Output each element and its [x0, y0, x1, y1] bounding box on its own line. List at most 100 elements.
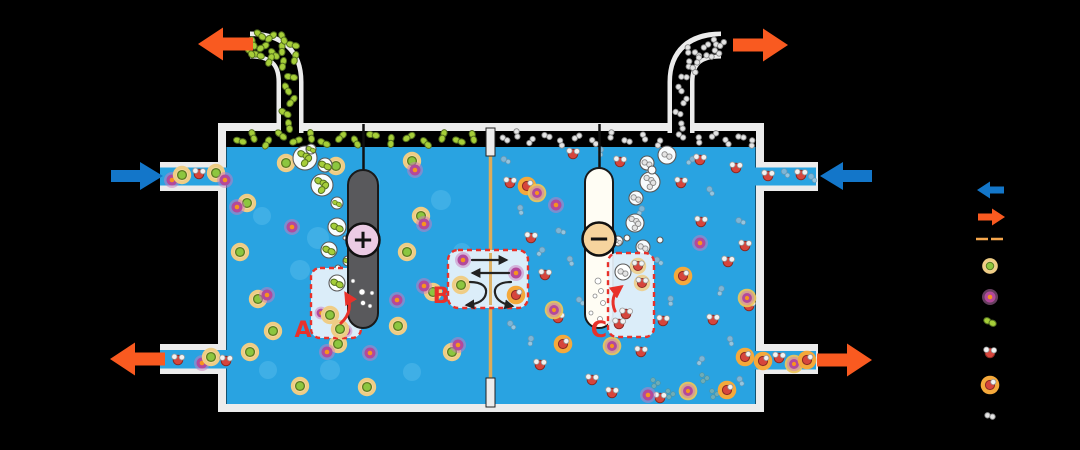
micro-bubble: [360, 300, 366, 306]
liquid-texture-blob: [259, 361, 277, 379]
chlorine-molecule: [318, 160, 332, 171]
hydrogen-gas-bubble: [647, 165, 657, 175]
chloride-ion: [320, 305, 340, 325]
chlorine-molecule: [248, 129, 258, 143]
faint-particle-cluster: [650, 377, 661, 389]
hydrogen-molecule: [526, 135, 536, 147]
flow-arrows: [110, 27, 872, 377]
micro-bubble: [358, 288, 366, 296]
hydroxide-molecule: [801, 354, 814, 366]
left-inflow-arrow: [111, 162, 163, 190]
water-molecule: [524, 231, 539, 244]
liquid-texture-blob: [253, 207, 271, 225]
chloride-ion: [240, 342, 260, 362]
hydroxide-ion: [673, 266, 693, 286]
hydroxide-ion: [717, 380, 737, 400]
sodium-ion: [692, 235, 708, 251]
sodium-ion: [229, 199, 245, 215]
anode-surface-layer: [350, 278, 375, 309]
water-molecule: [612, 317, 627, 330]
hydrated-sodium-ion: [737, 288, 757, 308]
water-molecule: [674, 176, 689, 189]
sodium-ion: [739, 290, 755, 306]
hydrogen-molecule: [654, 137, 664, 149]
chlorine-molecule: [300, 154, 313, 167]
hydrated-sodium-ion: [602, 336, 622, 356]
hydrogen-molecule: [685, 58, 693, 70]
micro-bubble: [367, 303, 373, 309]
inset-c-content: [608, 257, 651, 330]
hydroxide-ion: [735, 347, 755, 367]
chlorine-gas-bubble: [320, 241, 338, 259]
hydrogen-molecule: [630, 194, 642, 203]
hydrogen-molecule: [675, 83, 685, 95]
hydrogen-molecule: [571, 132, 583, 142]
chlorine-gas-bubble: [330, 196, 344, 210]
chlorine-molecule: [283, 72, 299, 82]
hydrogen-molecule: [684, 44, 692, 56]
sodium-ion: [284, 219, 300, 235]
micro-bubble: [369, 290, 375, 296]
legend-item-outflow-arrow-icon: [978, 208, 1005, 226]
dissolved-water-molecule: [500, 155, 511, 165]
hydrogen-molecule: [556, 137, 566, 149]
chloride-ion: [388, 316, 408, 336]
hydrogen-gas-bubble: [656, 236, 664, 244]
water-molecule: [613, 155, 628, 168]
micro-bubble: [588, 310, 594, 316]
chlorine-molecule: [289, 136, 303, 146]
sodium-ion: [450, 337, 466, 353]
chloride-ion: [330, 319, 350, 339]
water-molecule: [605, 386, 620, 399]
water-molecule: [631, 259, 645, 272]
micro-bubble: [600, 300, 606, 306]
chlorine-molecule-icon: [983, 317, 997, 327]
chlorine-molecule: [286, 94, 298, 108]
hydrated-sodium-ion: [527, 183, 547, 203]
sodium-ion: [389, 292, 405, 308]
hydrogen-gas-bubble: [635, 239, 651, 255]
sodium-ion: [786, 356, 802, 372]
hydrogen-gas-bubble: [657, 145, 677, 165]
legend-item-hydroxide-ion-icon: [980, 375, 1000, 395]
dissolved-water-molecule: [527, 335, 535, 347]
dissolved-water-molecule: [717, 285, 725, 297]
legend-item-chlorine-molecule-icon: [983, 317, 997, 327]
water-molecule: [219, 354, 234, 367]
hydrogen-molecule: [700, 41, 712, 51]
hydrogen-molecule: [695, 134, 703, 146]
chlorine-molecule: [281, 82, 293, 96]
particles-layer: [164, 29, 818, 404]
hydrogen-molecule: [717, 39, 727, 49]
hydroxide-molecule: [677, 270, 690, 282]
chlorine-gas-bubble: [310, 173, 334, 197]
chlorine-molecule: [264, 31, 278, 43]
sodium-ion: [640, 387, 656, 403]
chloride-ion: [397, 242, 417, 262]
right-outflow-arrow: [817, 343, 872, 377]
chloride-ion-icon: [982, 258, 998, 274]
hydrogen-molecule: [631, 220, 642, 231]
dissolved-water-molecule: [575, 296, 586, 306]
chlorine-molecule: [261, 136, 273, 150]
dissolved-water-molecule: [780, 168, 791, 178]
hydrated-sodium-ion: [544, 300, 564, 320]
sodium-ion: [546, 302, 562, 318]
hydrogen-gas-outflow-arrow: [733, 28, 788, 62]
water-molecule: [192, 167, 207, 180]
sodium-ion: [529, 185, 545, 201]
chlorine-molecule: [322, 245, 336, 256]
chlorine-molecule: [274, 129, 288, 141]
inset-a-label: A: [294, 318, 311, 343]
chloride-ion: [290, 376, 310, 396]
inflow-arrow-icon: [977, 181, 1004, 199]
zoom-arrow: [608, 284, 624, 313]
chlorine-molecule: [278, 56, 288, 72]
sodium-ion: [319, 344, 335, 360]
chlorine-molecule: [350, 135, 362, 149]
hydrogen-molecule: [589, 137, 599, 147]
water-molecule: [634, 345, 649, 358]
anode-badge: [345, 222, 381, 258]
water-molecule: [738, 239, 753, 252]
